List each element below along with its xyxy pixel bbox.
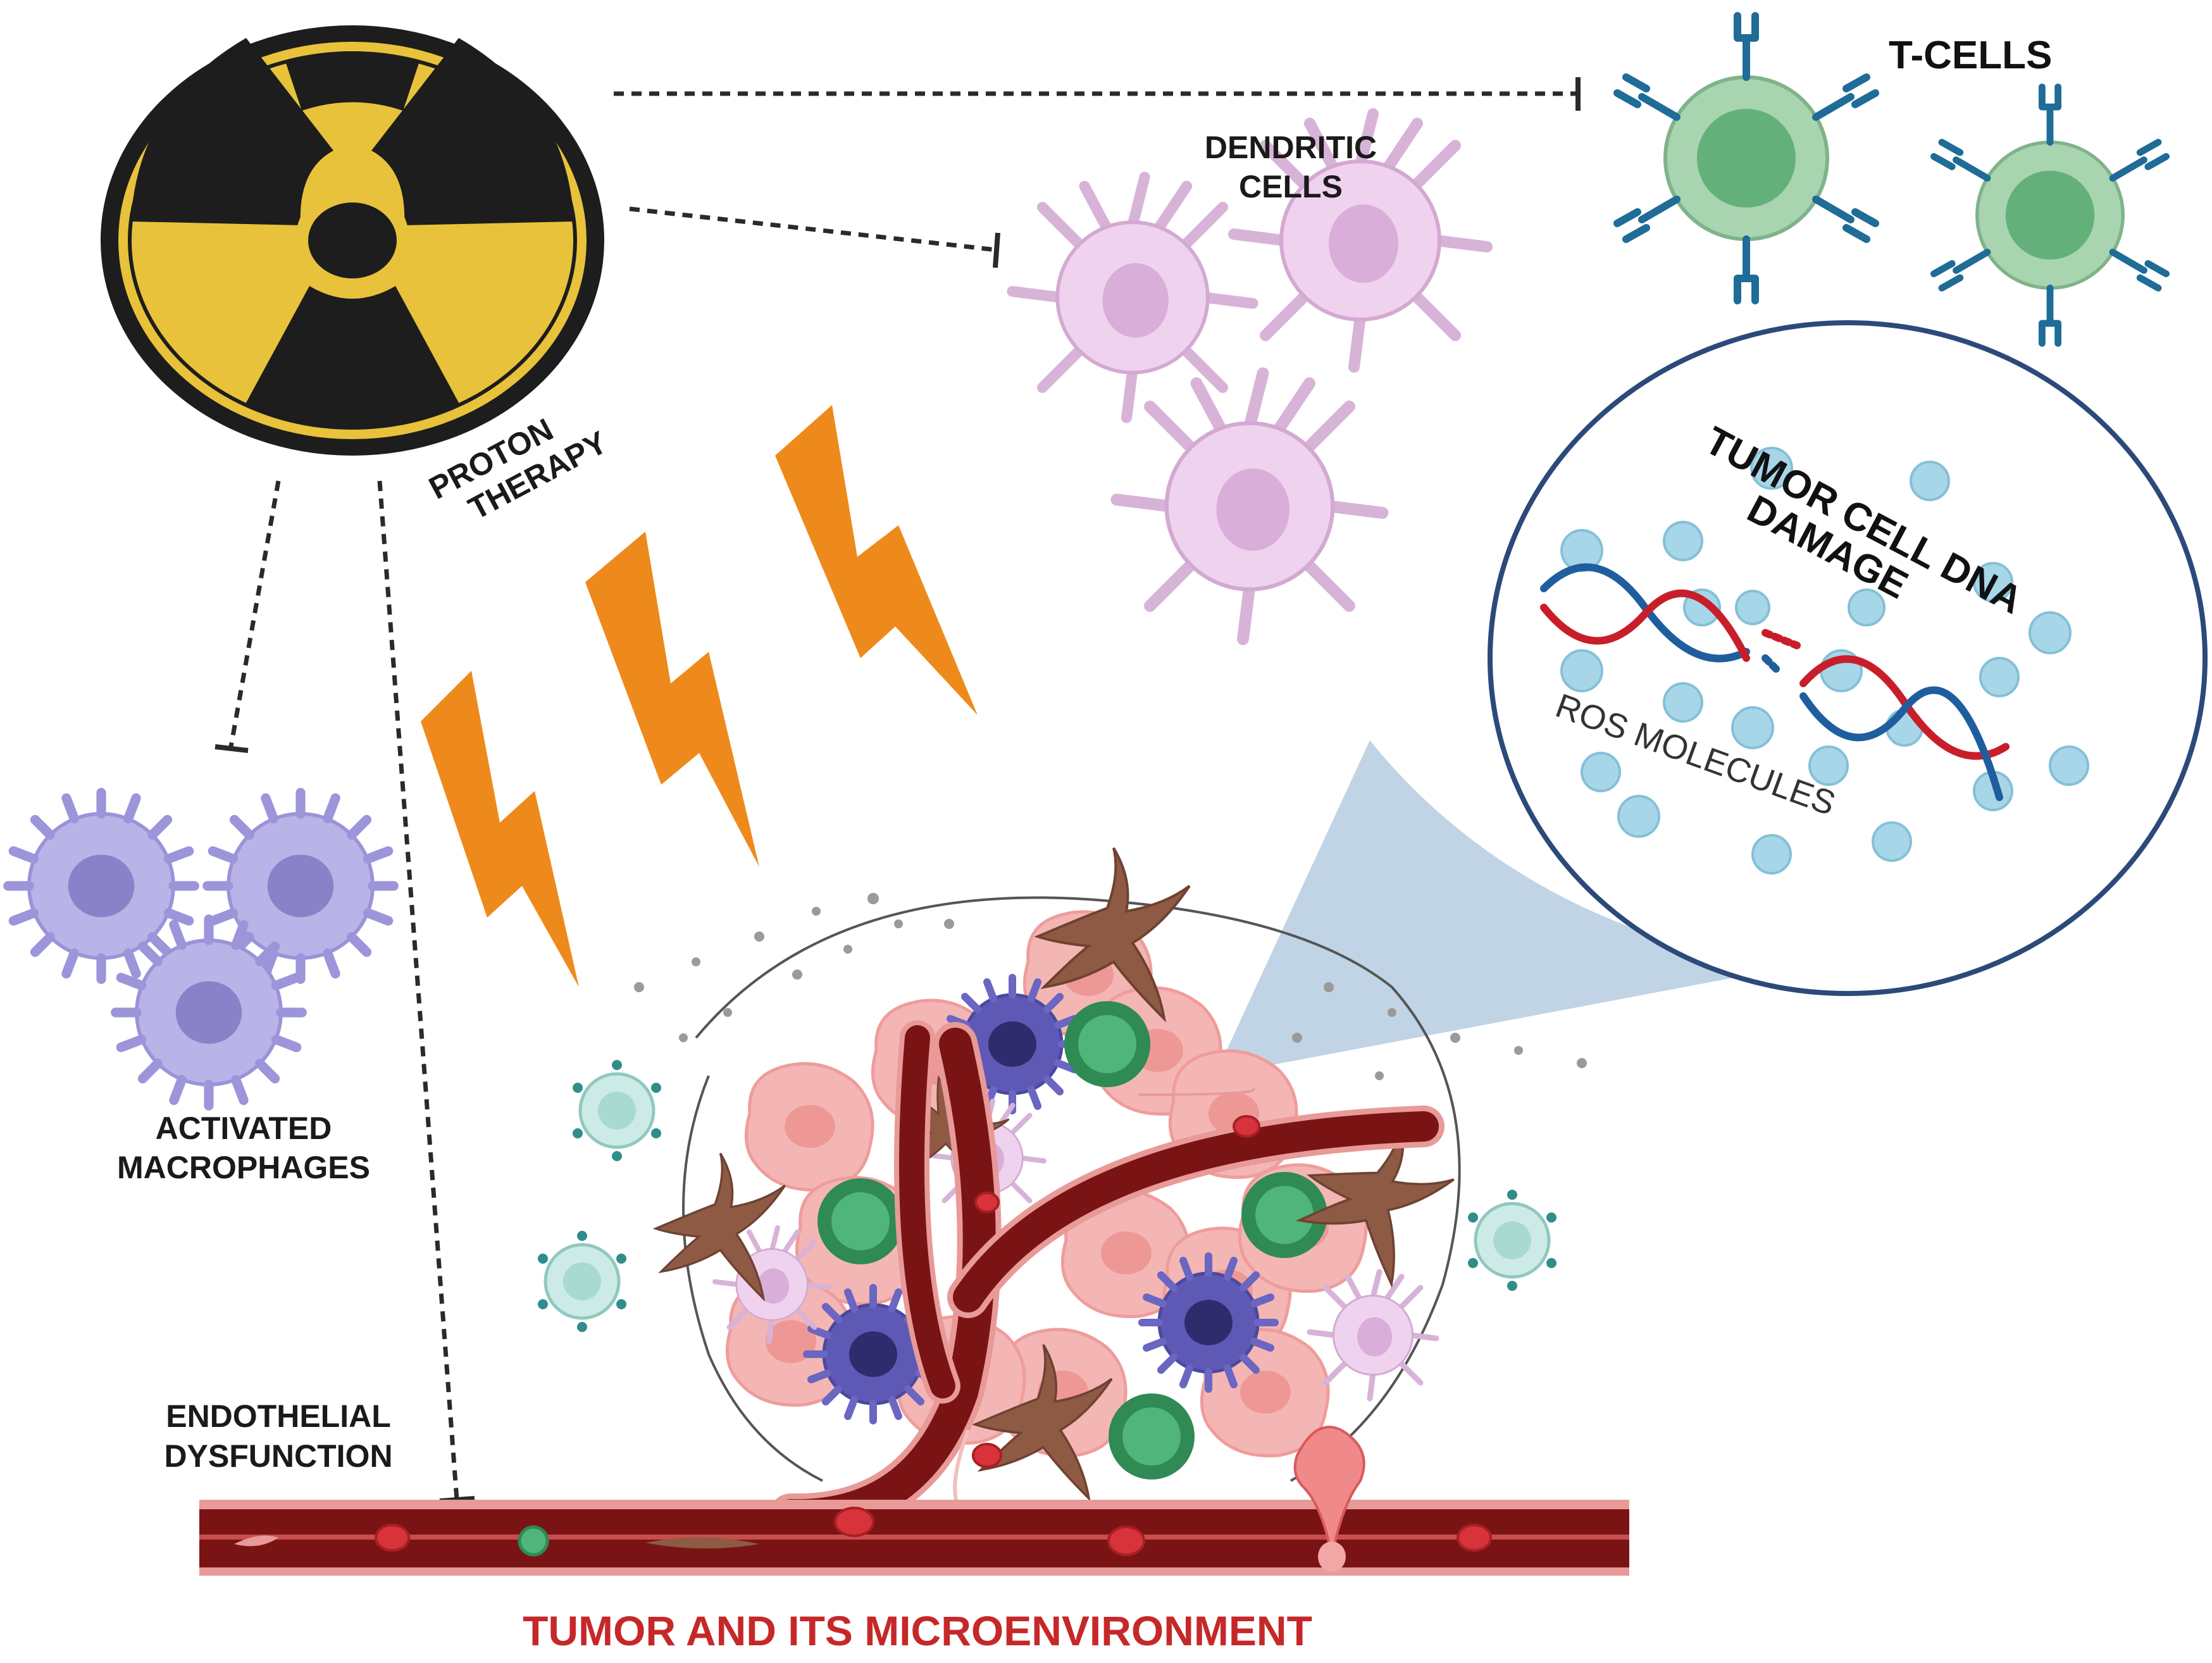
zoom-cone (1215, 740, 1784, 1076)
red-blood-cells (375, 1115, 1492, 1556)
activated-macrophages (8, 793, 394, 1106)
endothelial-dysfunction-label: ENDOTHELIAL DYSFUNCTION (164, 1398, 392, 1474)
macrophages-label-line2: MACROPHAGES (117, 1150, 370, 1185)
t-cell (1617, 16, 1875, 301)
dendritic-cells-label: DENDRITIC CELLS (1205, 130, 1377, 204)
lightning-bolt-icon (585, 532, 759, 867)
vessel-lymphocyte (518, 1525, 549, 1557)
extravasating-cell (1293, 1426, 1365, 1557)
tumor-microenvironment (199, 847, 1629, 1576)
macrophage (116, 919, 302, 1106)
inhibition-arrows (228, 91, 1575, 1500)
macrophages-label-line1: ACTIVATED (156, 1111, 332, 1146)
lightning-bolt-icon (775, 405, 978, 715)
dendritic-label-line2: CELLS (1239, 169, 1343, 204)
t-cell (1934, 87, 2166, 343)
dendritic-cell (1012, 177, 1253, 418)
vessel-cell (234, 1535, 278, 1547)
dna-helix (1540, 563, 2010, 801)
t-cells-label: T-CELLS (1889, 34, 2052, 77)
endothelial-label-line1: ENDOTHELIAL (166, 1398, 391, 1434)
blood-vessels (199, 1020, 1629, 1576)
radiation-trefoil-icon (101, 25, 604, 456)
extravasating-cell-tail (1318, 1542, 1346, 1572)
dna-damage-inset: TUMOR CELL DNA DAMAGE ROS MOLECULES (1488, 320, 2208, 996)
endothelial-label-line2: DYSFUNCTION (164, 1438, 392, 1474)
activated-macrophages-label: ACTIVATED MACROPHAGES (117, 1111, 370, 1185)
tumor-boundary (682, 896, 1461, 1482)
diagram-title: TUMOR AND ITS MICROENVIRONMENT (523, 1607, 1312, 1654)
dendritic-label-line1: DENDRITIC (1205, 130, 1377, 165)
lightning-bolts (421, 405, 978, 987)
lightning-bolt-icon (421, 671, 579, 987)
dendritic-cell (1117, 373, 1382, 639)
vessel-fibroblast (645, 1537, 759, 1549)
macrophage (8, 793, 195, 980)
particles (634, 893, 1587, 1080)
